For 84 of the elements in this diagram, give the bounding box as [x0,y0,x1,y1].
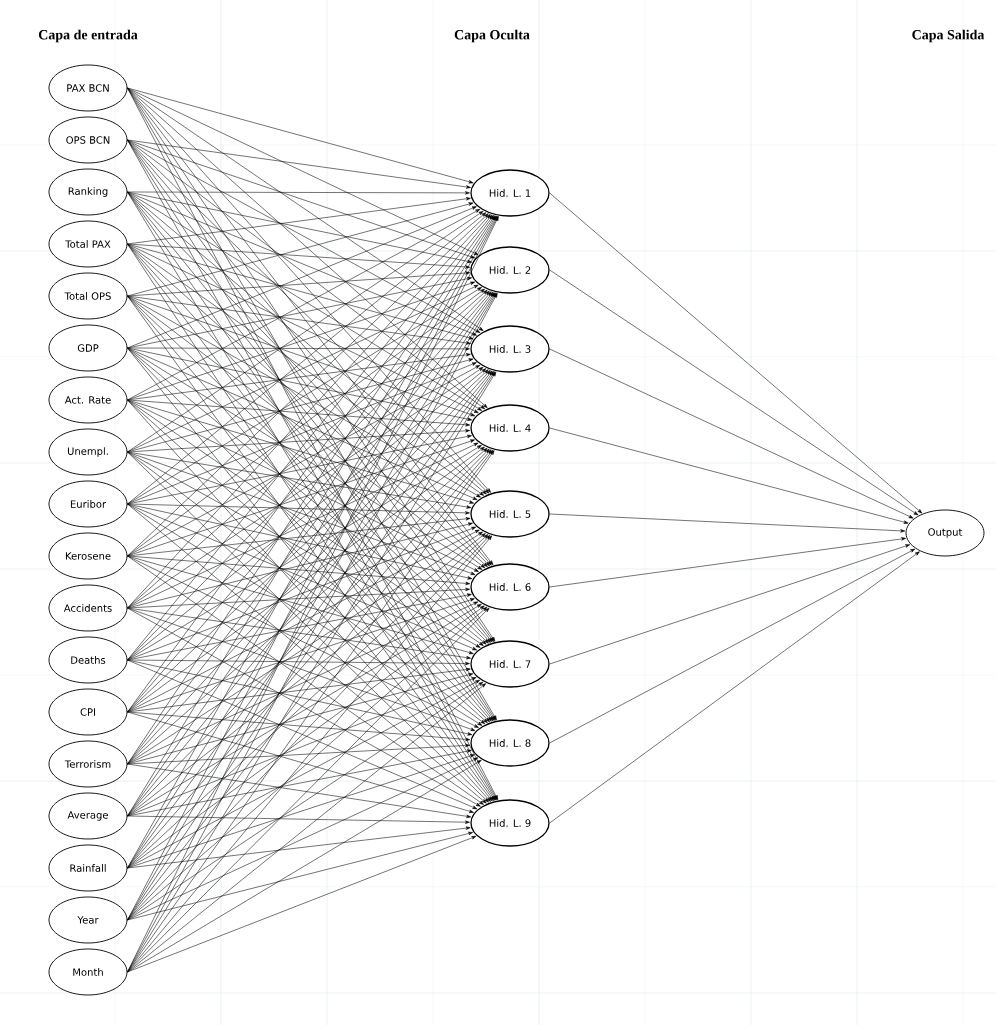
arrow [549,544,910,665]
arrow [127,295,471,345]
arrow [127,679,480,869]
arrow [127,358,474,453]
arrow [127,763,472,818]
arrow [127,366,484,609]
arrow [127,831,473,921]
arrow [127,503,470,515]
arrow [127,210,484,453]
arrow [127,711,474,813]
arrow [549,192,923,514]
arrow [127,835,477,973]
arrow [127,399,471,427]
arrow [127,399,479,572]
arrow [127,529,480,713]
arrow [127,683,486,973]
arrow [127,399,484,646]
arrow [127,815,470,824]
arrow [127,197,471,245]
arrow [127,271,471,297]
arrow [127,503,483,726]
arrow [127,451,472,509]
arrow [127,353,471,401]
arrow [127,429,470,453]
arrow [127,743,470,765]
arrow [127,439,475,557]
arrow [127,243,474,340]
arrow [127,601,479,765]
arrow [127,139,481,333]
arrow [127,295,476,417]
arrow [127,347,470,351]
arrow [127,759,482,973]
layer-heading: Capa de entrada [38,29,138,43]
arrow [127,451,476,575]
arrow [127,681,484,921]
arrow [127,87,474,184]
arrow [127,598,475,713]
arrow [127,399,474,504]
arrow [127,503,477,651]
arrow [549,269,919,516]
arrow [549,348,914,519]
arrow [127,139,475,259]
arrow [127,191,470,195]
arrow [549,548,916,744]
arrow [127,555,474,655]
arrow [127,555,471,586]
arrow [127,139,485,410]
arrow [549,513,906,533]
arrow [127,677,477,817]
arrow [127,555,479,728]
arrow [127,526,477,661]
arrow [127,503,473,580]
arrow [127,754,475,869]
arrow [127,191,472,263]
node-label: Output [928,528,963,538]
arrow [127,605,485,869]
arrow [127,281,475,401]
arrow [127,243,479,414]
arrow [127,442,479,609]
arrow [127,243,471,269]
arrow [127,202,474,297]
arrow [549,427,909,524]
arrow [127,87,479,256]
arrow [127,826,471,869]
arrow [127,659,470,666]
arrow [127,607,471,660]
arrow [127,517,471,557]
arrow [127,284,479,453]
arrow [127,587,470,609]
arrow [127,206,477,349]
arrow [549,551,920,824]
arrow [127,711,471,742]
layer-heading: Capa Oculta [454,29,530,43]
arrow [127,659,473,736]
arrow [127,87,484,331]
arrow [127,757,479,921]
arrow [127,531,483,765]
arrow [549,537,906,588]
arrow [127,139,471,189]
layer-heading: Capa Salida [912,29,985,43]
arrow [127,667,471,713]
arrow [127,607,476,731]
arrow [127,347,472,421]
arrow [127,659,478,810]
